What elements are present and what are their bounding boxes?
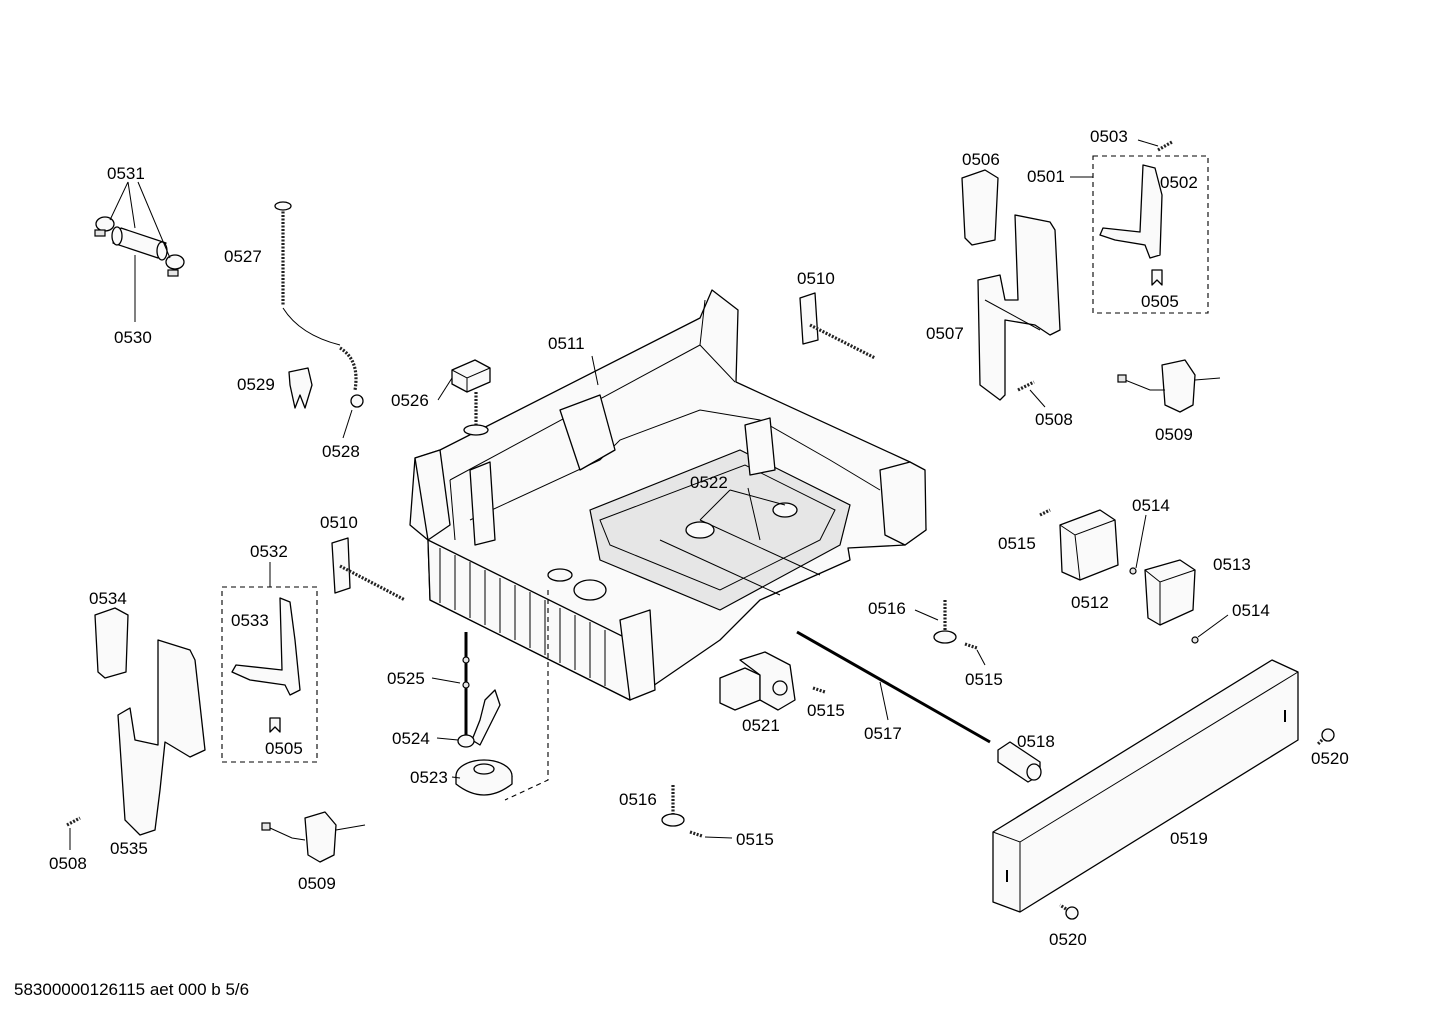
label-0532: 0532 <box>250 542 288 561</box>
label-0514-bottom: 0514 <box>1232 601 1270 620</box>
label-0503: 0503 <box>1090 127 1128 146</box>
label-0531: 0531 <box>107 164 145 183</box>
label-0515-c: 0515 <box>807 701 845 720</box>
label-0515-d: 0515 <box>736 830 774 849</box>
corrugated-hose-0527 <box>274 201 358 391</box>
clip-0505-bottom <box>269 717 281 733</box>
label-0533: 0533 <box>231 611 269 630</box>
label-0530: 0530 <box>114 328 152 347</box>
cover-0506 <box>961 169 999 246</box>
label-0505-bottom: 0505 <box>265 739 303 758</box>
label-0516-upper: 0516 <box>868 599 906 618</box>
label-0509-right: 0509 <box>1155 425 1193 444</box>
screw-0503 <box>1157 140 1173 152</box>
bracket-0526 <box>451 359 491 393</box>
label-0515-b: 0515 <box>965 670 1003 689</box>
label-0526: 0526 <box>391 391 429 410</box>
label-0507: 0507 <box>926 324 964 343</box>
label-0521: 0521 <box>742 716 780 735</box>
label-0505-top: 0505 <box>1141 292 1179 311</box>
plinth-panel-0519 <box>992 659 1299 913</box>
label-0511: 0511 <box>548 334 585 353</box>
bracket-0507 <box>977 214 1061 401</box>
label-0516-lower: 0516 <box>619 790 657 809</box>
label-0512: 0512 <box>1071 593 1109 612</box>
ring-0528 <box>350 394 364 408</box>
cover-0513 <box>1144 559 1196 626</box>
assembly-box-0501 <box>1092 155 1209 314</box>
screw-0515-d <box>689 830 703 838</box>
label-0517: 0517 <box>864 724 902 743</box>
pump-wheel-0523 <box>455 759 513 796</box>
label-0523: 0523 <box>410 768 448 787</box>
label-0520-bottom: 0520 <box>1049 930 1087 949</box>
sensor-0509-right <box>1117 359 1221 413</box>
label-0518: 0518 <box>1017 732 1055 751</box>
screw-0515-c <box>812 686 826 694</box>
label-0524: 0524 <box>392 729 430 748</box>
label-0522: 0522 <box>690 473 728 492</box>
label-0510-top: 0510 <box>797 269 835 288</box>
label-0509-left: 0509 <box>298 874 336 893</box>
hose-clamp-0531 <box>94 216 185 277</box>
label-0513: 0513 <box>1213 555 1251 574</box>
bracket-0502 <box>1099 164 1163 259</box>
label-0502: 0502 <box>1160 173 1198 192</box>
rod-0525 <box>462 632 470 735</box>
label-0535: 0535 <box>110 839 148 858</box>
label-0520-right: 0520 <box>1311 749 1349 768</box>
label-0534: 0534 <box>89 589 127 608</box>
screw-0520-bottom <box>1059 903 1079 920</box>
screw-0515-b <box>964 642 978 650</box>
hose-piece-0530 <box>111 226 168 261</box>
foot-0516-lower <box>661 785 685 827</box>
screw-0514-top <box>1129 567 1137 575</box>
clip-0529 <box>288 367 313 409</box>
base-tub-0511 <box>409 289 927 701</box>
label-0508-right: 0508 <box>1035 410 1073 429</box>
foot-0516-upper <box>933 600 957 644</box>
bracket-0533 <box>231 597 301 696</box>
drawing-reference-number: 58300000126115 aet 000 b 5/6 <box>14 980 250 999</box>
knob-0518 <box>997 741 1042 783</box>
screw-0508-left <box>66 816 81 827</box>
clip-0505-top <box>1151 269 1163 286</box>
foot-screw-0526 <box>463 392 489 436</box>
housing-0512 <box>1059 509 1119 581</box>
valve-0521 <box>719 651 796 711</box>
label-0519: 0519 <box>1170 829 1208 848</box>
spring-bracket-0510-top <box>799 292 876 360</box>
screw-0514-bottom <box>1191 636 1199 644</box>
label-0508-left: 0508 <box>49 854 87 873</box>
label-0527: 0527 <box>224 247 262 266</box>
label-0529: 0529 <box>237 375 275 394</box>
label-0515-a: 0515 <box>998 534 1036 553</box>
screw-0515-a <box>1039 508 1051 517</box>
label-0514-top: 0514 <box>1132 496 1170 515</box>
bracket-0535 <box>117 639 206 836</box>
label-0525: 0525 <box>387 669 425 688</box>
cover-0534 <box>94 607 129 679</box>
screw-0520-right <box>1316 728 1335 746</box>
screw-0508-right <box>1017 380 1035 392</box>
spring-bracket-0510-left <box>331 537 406 602</box>
label-0506: 0506 <box>962 150 1000 169</box>
rod-0517 <box>796 630 991 744</box>
label-0528: 0528 <box>322 442 360 461</box>
lever-0524 <box>457 689 501 748</box>
sensor-0509-left <box>261 811 366 863</box>
label-0501: 0501 <box>1027 167 1065 186</box>
label-0510-left: 0510 <box>320 513 358 532</box>
